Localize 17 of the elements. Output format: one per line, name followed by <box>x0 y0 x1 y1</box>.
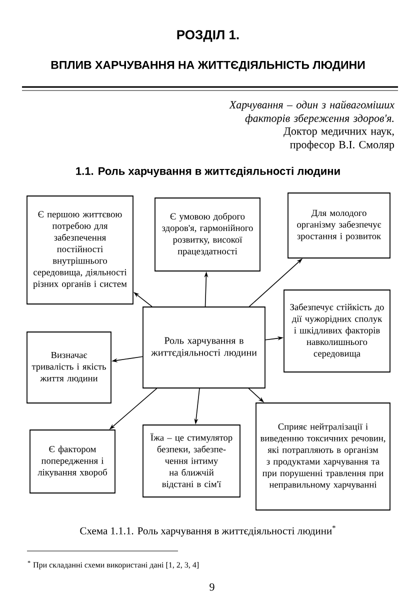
text-box: Роль харчування в життєдіяльності людини <box>142 306 266 388</box>
text-box: Є фактором попередження і лікування хвороб <box>30 430 116 494</box>
text-box: Є умовою доброго здоров'я, гармонійного розвитку, високої працездатності <box>154 198 260 272</box>
text-box: Забезпечує стійкість до дії чужорідних сполук і шкідливих факторів навколишнього середовища <box>284 290 390 372</box>
caption: Схема 1.1.1. Роль харчування в життєдіяльності людини$^{*}$ <box>80 525 336 537</box>
page-number: 9 <box>210 583 214 591</box>
section-heading: 1.1. Роль харчування в життєдіяльності людини <box>76 166 340 178</box>
chapter-heading: ВПЛИВ ХАРЧУВАННЯ НА ЖИТТЄДІЯЛЬНІСТЬ ЛЮДИНИ <box>51 60 365 72</box>
text-box: Для молодого організму забезпечує зростання і розвиток <box>288 192 390 258</box>
text-box: Сприяє нейтралізації і виведенню токсичних речовин, які потрапляють в організм з продуктами харчування та при порушенні травлення при неправильному харчуванні <box>256 402 390 510</box>
text-box: Визначає тривалість і якість життя людини <box>26 332 112 404</box>
chapter-title: РОЗДІЛ 1. <box>177 30 239 42</box>
text-box: Є першою життєвою потребою для забезпечення постійності внутрішнього середовища, діяльності різних органів і систем <box>26 196 134 304</box>
epigraph: Харчування – один з найвагоміших факторів збереження здоров'я. <box>229 100 394 124</box>
text-box: Їжа – це стимулятор безпеки, забезпе-чення інтиму на ближчій відстані в сім'ї <box>142 424 240 498</box>
epigraph-author: Доктор медичних наук, професор В.І. Смоляр <box>284 128 394 151</box>
footnote: $^{*}$ При складанні схеми використані дані [1, 2, 3, 4] <box>28 560 198 570</box>
